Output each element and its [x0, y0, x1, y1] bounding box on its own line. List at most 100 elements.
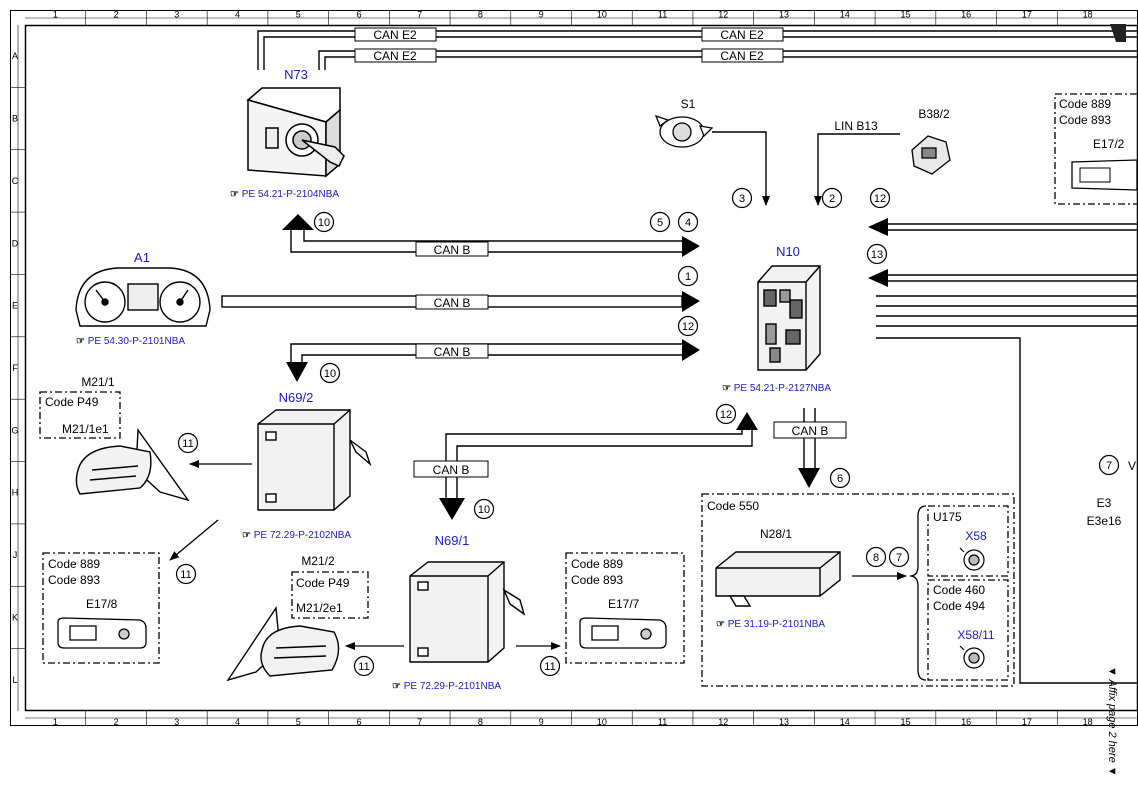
svg-text:Code P49: Code P49: [45, 395, 99, 409]
grid-column-label: 4: [235, 10, 240, 20]
signal-number-12: 12: [720, 409, 732, 421]
s1-signal-line: [712, 131, 770, 206]
socket-icon: [959, 645, 985, 669]
grid-column-label: 14: [840, 10, 850, 20]
can-b-label-3: CAN B: [415, 343, 489, 359]
signal-number-circle: [829, 467, 851, 489]
grid-row-label: C: [12, 176, 19, 186]
signal-number-circle: [821, 187, 843, 209]
grid-column-label: 15: [900, 10, 910, 20]
can-b-label-1: CAN B: [415, 241, 489, 257]
m21-2-label: M21/2: [301, 554, 335, 568]
bracket: [909, 505, 927, 681]
svg-text:CAN B: CAN B: [434, 296, 471, 310]
affix-page-note: ▼ Affix page 2 here ▼: [1106, 666, 1118, 777]
can-e2-label-3: CAN E2: [354, 48, 437, 63]
signal-number-1: 1: [685, 271, 691, 283]
grid-row-label: J: [13, 550, 18, 560]
signal-number-circle: [319, 362, 341, 384]
grid-column-label: 6: [356, 10, 361, 20]
grid-ticks: 1122334455667788991010111112121313141415…: [10, 10, 1093, 727]
svg-text:Code 550: Code 550: [707, 499, 759, 513]
socket-icon: [959, 547, 985, 571]
a1-reference-link[interactable]: ☞ PE 54.30-P-2101NBA: [76, 336, 185, 347]
n10-reference-link[interactable]: ☞ PE 54.21-P-2127NBA: [722, 383, 831, 394]
can-e2-bus: [257, 30, 1137, 70]
grid-column-label: 3: [174, 10, 179, 20]
signal-number-10: 10: [478, 504, 490, 516]
signal-number-circle: [473, 498, 495, 520]
svg-text:CAN B: CAN B: [434, 345, 471, 359]
e17-7-box: Code 889 Code 893 E17/7: [565, 552, 685, 664]
grid-row-label: G: [11, 425, 18, 435]
e17-2-box: Code 889 Code 893 E17/2: [1054, 93, 1138, 205]
n69-1-reference-link[interactable]: ☞ PE 72.29-P-2101NBA: [392, 681, 501, 692]
n69-2-reference-link[interactable]: ☞ PE 72.29-P-2102NBA: [242, 530, 351, 541]
grid-column-label: 15: [900, 717, 910, 727]
cutoff-glyph: V: [1128, 459, 1136, 473]
m21-1-label: M21/1: [81, 375, 115, 389]
grid-column-label: 1: [53, 10, 58, 20]
door-control-unit-left-icon: [257, 409, 372, 511]
signal-number-circle: [177, 432, 199, 454]
grid-column-label: 9: [539, 717, 544, 727]
pointing-hand-icon: ☞: [722, 383, 734, 394]
n10-label: N10: [776, 244, 800, 259]
signal-number-circle: [677, 315, 699, 337]
grid-column-label: 17: [1022, 10, 1032, 20]
signal-number-circle: [649, 211, 671, 233]
signal-number-12: 12: [874, 193, 886, 205]
svg-text:Code 893: Code 893: [571, 573, 623, 587]
signal-number-circle: [677, 211, 699, 233]
grid-column-label: 6: [356, 717, 361, 727]
signal-number-circle: [866, 243, 888, 265]
can-b-line-n69-1: [445, 428, 753, 500]
grid-column-label: 13: [779, 10, 789, 20]
m21-2-box: Code P49 M21/2e1: [291, 571, 369, 619]
svg-text:Code 889: Code 889: [571, 557, 623, 571]
trailer-module-icon: [715, 551, 841, 607]
m21-1-box: Code P49 M21/1e1: [39, 391, 121, 439]
can-b-line-n69-2: [290, 343, 682, 362]
s1-label: S1: [681, 97, 696, 111]
signal-number-12: 12: [682, 321, 694, 333]
svg-text:CAN E2: CAN E2: [720, 28, 764, 42]
lin-b13-line: [814, 133, 900, 206]
signal-number-circle: [539, 655, 561, 677]
signal-number-13: 13: [871, 249, 883, 261]
grid-row-label: F: [12, 363, 18, 373]
light-switch-icon: [654, 114, 714, 148]
signal-12-arrowhead: [868, 218, 888, 236]
grid-row-label: D: [12, 238, 19, 248]
svg-text:Code 893: Code 893: [48, 573, 100, 587]
grid-column-label: 12: [718, 10, 728, 20]
svg-text:Code 889: Code 889: [1059, 97, 1111, 111]
signal-number-7: 7: [1106, 460, 1112, 472]
grid-column-label: 5: [296, 717, 301, 727]
n28-1-reference-link[interactable]: ☞ PE 31.19-P-2101NBA: [716, 619, 825, 630]
signal-13-arrowhead: [868, 269, 888, 287]
grid-column-label: 8: [478, 10, 483, 20]
signal-number-circle: [888, 546, 910, 568]
can-e2-label-4: CAN E2: [701, 48, 784, 63]
instrument-cluster-icon: [75, 267, 211, 327]
svg-text:X58: X58: [965, 529, 987, 543]
n73-reference-link[interactable]: ☞ PE 54.21-P-2104NBA: [230, 189, 339, 200]
n28-1-label: N28/1: [760, 527, 792, 541]
grid-column-label: 3: [174, 717, 179, 727]
code-550-box: Code 550: [701, 493, 1015, 687]
svg-text:CAN E2: CAN E2: [373, 49, 417, 63]
grid-column-label: 9: [539, 10, 544, 20]
signal-number-5: 5: [657, 217, 663, 229]
b38-2-label: B38/2: [918, 107, 950, 121]
svg-text:M21/2e1: M21/2e1: [296, 601, 343, 615]
signal-number-circle: [175, 563, 197, 585]
signal-number-circle: [313, 211, 335, 233]
svg-text:CAN E2: CAN E2: [373, 28, 417, 42]
signal-number-7: 7: [896, 552, 902, 564]
grid-column-label: 8: [478, 717, 483, 727]
pointing-hand-icon: ☞: [716, 619, 728, 630]
grid-row-label: K: [12, 612, 18, 622]
grid-column-label: 11: [658, 10, 667, 20]
lin-b13-label: LIN B13: [834, 119, 878, 133]
